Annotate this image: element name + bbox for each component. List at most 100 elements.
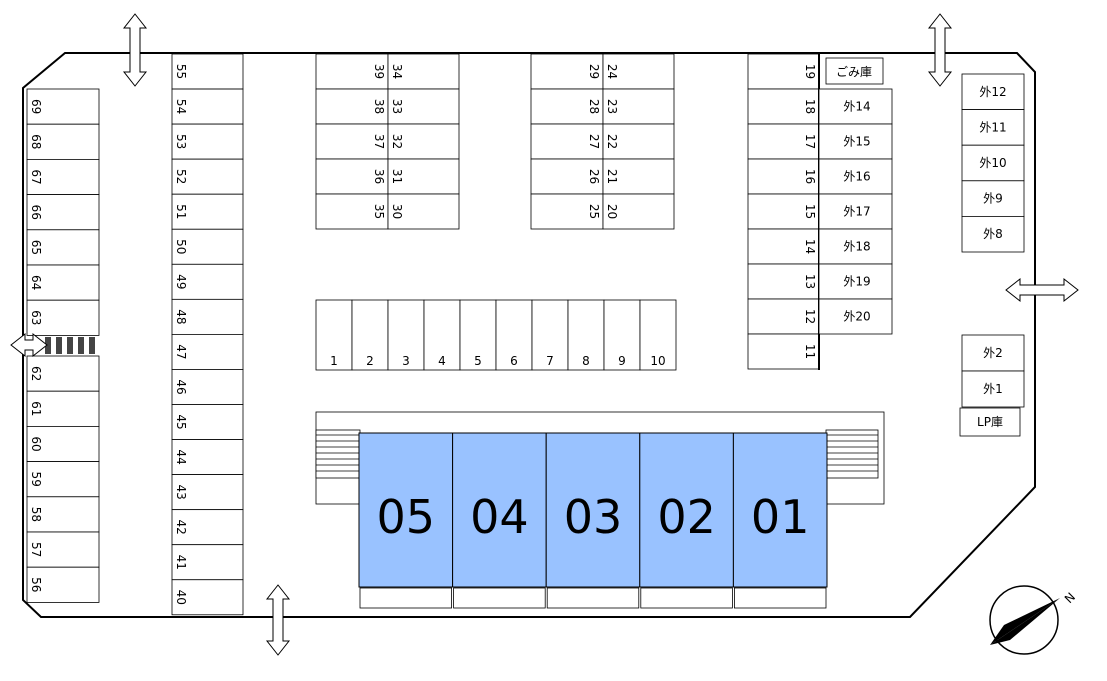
unit-number: 04 (470, 490, 529, 544)
parking-space (530, 193, 604, 230)
space-number: 42 (174, 520, 188, 535)
outside-space-label: 外2 (983, 346, 1003, 360)
parking-space (602, 88, 675, 125)
parking-space (602, 123, 675, 160)
parking-space (747, 263, 820, 300)
double-arrow-icon (122, 13, 148, 87)
space-number: 45 (174, 414, 188, 429)
crosswalk-stripe (67, 337, 73, 354)
crosswalk-stripe (89, 337, 95, 354)
parking-space (602, 158, 675, 195)
parking-space (171, 53, 244, 90)
space-number: 69 (29, 99, 43, 114)
space-number: 40 (174, 590, 188, 605)
parking-space (387, 53, 460, 90)
space-number: 33 (390, 99, 404, 114)
parking-space (171, 123, 244, 160)
unit-number: 03 (564, 490, 623, 544)
parking-space (315, 53, 389, 90)
parking-space (171, 333, 244, 370)
parking-space (26, 299, 100, 336)
outside-space-label: 外10 (979, 156, 1006, 170)
outside-space (961, 215, 1025, 253)
space-number: 56 (29, 577, 43, 592)
space-number: 25 (587, 204, 601, 219)
space-number: 59 (29, 472, 43, 487)
space-number: 52 (174, 169, 188, 184)
outside-space-label: 外8 (983, 227, 1003, 241)
parking-space (747, 53, 820, 90)
space-number: 54 (174, 99, 188, 114)
space-number: 21 (605, 169, 619, 184)
outside-space (818, 193, 893, 230)
outside-space (961, 144, 1025, 182)
space-number: 22 (605, 134, 619, 149)
space-number: 11 (803, 344, 817, 359)
space-number: 30 (390, 204, 404, 219)
outside-space (818, 298, 893, 335)
parking-space (26, 461, 100, 498)
parking-space (747, 123, 820, 160)
space-number: 10 (650, 354, 665, 368)
space-number: 55 (174, 64, 188, 79)
space-number: 67 (29, 169, 43, 184)
double-arrow-icon (10, 332, 48, 358)
space-number: 37 (372, 134, 386, 149)
outside-space-label: 外15 (843, 135, 870, 149)
space-number: 29 (587, 64, 601, 79)
parking-space (26, 355, 100, 392)
space-number: 57 (29, 542, 43, 557)
space-number: 18 (803, 99, 817, 114)
space-number: 7 (546, 354, 554, 368)
space-number: 53 (174, 134, 188, 149)
parking-space (315, 193, 389, 230)
parking-space (26, 390, 100, 427)
parking-space (602, 53, 675, 90)
space-number: 26 (587, 169, 601, 184)
space-number: 19 (803, 64, 817, 79)
outside-space (961, 109, 1025, 146)
unit-block (452, 432, 547, 588)
parking-space (26, 496, 100, 533)
outside-space-label: 外12 (979, 85, 1006, 99)
space-number: 5 (474, 354, 482, 368)
unit-number: 05 (377, 490, 436, 544)
lot-boundary (22, 52, 1036, 618)
parking-space (26, 531, 100, 568)
parking-space (387, 123, 460, 160)
space-number: 62 (29, 366, 43, 381)
space-number: 39 (372, 64, 386, 79)
parking-space (387, 193, 460, 230)
outside-space-label: 外11 (979, 120, 1006, 134)
space-number: 44 (174, 449, 188, 464)
space-number: 31 (390, 169, 404, 184)
space-number: 17 (803, 134, 817, 149)
parking-space (459, 299, 497, 371)
unit-balcony (546, 587, 640, 609)
parking-space (26, 123, 100, 160)
space-number: 3 (402, 354, 410, 368)
parking-space (171, 544, 244, 581)
compass-icon: N (989, 585, 1078, 655)
outside-space-label: 外18 (843, 240, 870, 254)
parking-space (171, 298, 244, 335)
unit-block (545, 432, 641, 588)
parking-space (351, 299, 389, 371)
space-number: 14 (803, 239, 817, 254)
parking-space (171, 439, 244, 475)
outside-space-label: 外20 (843, 310, 870, 324)
parking-space (171, 263, 244, 300)
parking-space (315, 123, 389, 160)
outside-space-label: 外1 (983, 382, 1003, 396)
parking-space (171, 474, 244, 511)
space-number: 49 (174, 274, 188, 289)
space-number: 43 (174, 484, 188, 499)
parking-space (747, 193, 820, 230)
unit-number: 01 (751, 490, 810, 544)
parking-space (171, 228, 244, 265)
unit-balcony (734, 587, 827, 609)
space-number: 13 (803, 274, 817, 289)
outside-space (818, 158, 893, 195)
unit-block (358, 432, 454, 588)
lp-gas-storage (959, 407, 1021, 437)
